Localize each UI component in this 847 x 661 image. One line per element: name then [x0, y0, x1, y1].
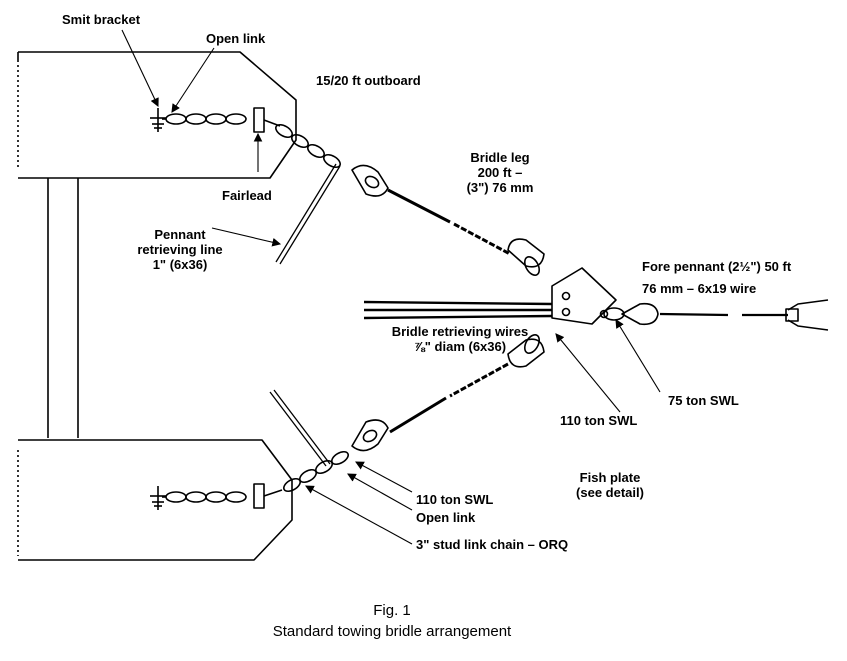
lower-chain — [162, 491, 247, 503]
upper-chain — [162, 113, 247, 125]
fairlead-lower — [253, 483, 265, 509]
upper-chain-outboard — [275, 123, 341, 169]
open-link-upper — [351, 164, 389, 197]
label-pennant-line: Pennant retrieving line 1" (6x36) — [130, 227, 230, 272]
fore-pennant — [603, 299, 829, 331]
label-fish-plate: Fish plate (see detail) — [568, 470, 652, 500]
fish-plate-line-1: Fish plate — [579, 470, 641, 485]
bridle-leg-line-1: Bridle leg — [470, 150, 530, 165]
label-fore-pennant-1: Fore pennant (2½") 50 ft — [642, 259, 792, 274]
leader-open-link-top — [171, 47, 215, 113]
pennant-line-3: 1" (6x36) — [152, 257, 208, 272]
label-smit-bracket: Smit bracket — [62, 12, 141, 27]
leader-smit-bracket — [121, 29, 159, 107]
leader-110-ton-lower — [355, 461, 413, 493]
open-link-lower — [351, 419, 389, 452]
pennant-line-2: retrieving line — [137, 242, 223, 257]
lower-deck-outline — [18, 439, 293, 561]
leader-pennant-line — [211, 227, 282, 247]
thimble-upper — [507, 238, 545, 268]
label-open-link-bottom: Open link — [416, 510, 476, 525]
label-110-ton-swl-upper: 110 ton SWL — [560, 413, 638, 428]
upper-deck-outline — [17, 51, 297, 179]
leader-stud-chain — [305, 485, 413, 545]
label-bridle-wires: Bridle retrieving wires ⅞" diam (6x36) — [372, 324, 548, 354]
bridle-leg-upper — [387, 188, 511, 256]
pennant-line-upper — [275, 163, 337, 263]
label-fairlead: Fairlead — [222, 188, 272, 203]
fairlead-upper — [253, 107, 265, 133]
figure-title: Standard towing bridle arrangement — [272, 623, 512, 640]
fish-plate-line-2: (see detail) — [576, 485, 644, 500]
pennant-line-lower — [269, 391, 327, 467]
leader-75-ton — [615, 319, 661, 393]
label-75-ton-swl: 75 ton SWL — [668, 393, 739, 408]
thimble-lower — [507, 338, 545, 368]
figure-number: Fig. 1 — [373, 602, 411, 619]
label-fore-pennant-2: 76 mm – 6x19 wire — [642, 281, 757, 296]
bridle-leg-lower — [389, 362, 509, 434]
leader-open-link-bottom — [347, 473, 413, 511]
bridle-wires-line-2: ⅞" diam (6x36) — [413, 339, 507, 354]
leader-110-ton-upper — [555, 333, 621, 413]
smit-bracket-upper — [150, 108, 166, 132]
smit-bracket-lower — [150, 486, 166, 510]
bridle-leg-line-3: (3") 76 mm — [466, 180, 534, 195]
bridle-leg-line-2: 200 ft – — [477, 165, 523, 180]
pennant-line-1: Pennant — [154, 227, 206, 242]
label-bridle-leg: Bridle leg 200 ft – (3") 76 mm — [452, 150, 548, 195]
bridle-retrieving-wires — [363, 300, 553, 320]
label-open-link-top: Open link — [206, 31, 266, 46]
bridle-wires-line-1: Bridle retrieving wires — [391, 324, 529, 339]
label-stud-chain: 3" stud link chain – ORQ — [416, 537, 569, 552]
label-outboard: 15/20 ft outboard — [316, 73, 421, 88]
label-110-ton-swl-lower: 110 ton SWL — [416, 492, 494, 507]
lower-chain-outboard — [283, 450, 349, 493]
